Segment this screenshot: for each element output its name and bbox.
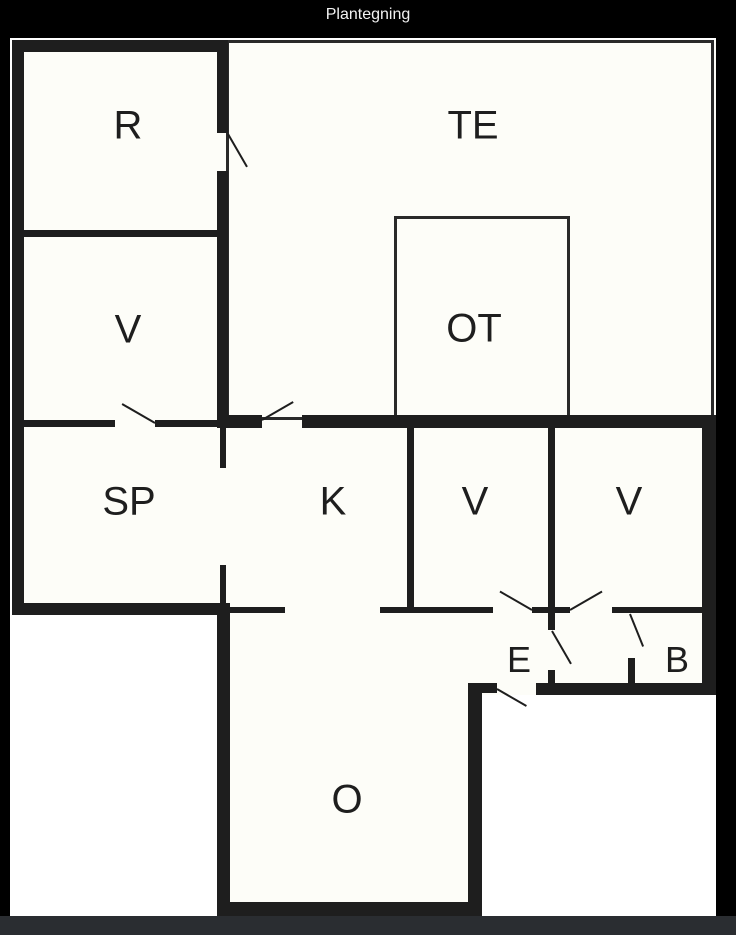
room-label-v1: V (114, 307, 142, 352)
bottom-bar (0, 916, 736, 935)
room-label-ot: OT (446, 306, 502, 351)
wall-top-r (12, 40, 228, 52)
floor-e-b (482, 603, 716, 695)
wall-k-top-right (302, 415, 716, 428)
room-label-e: E (506, 639, 532, 680)
wall-v-sp-right (155, 420, 217, 427)
wall-r-v (24, 230, 217, 237)
wall-right-outer (702, 415, 716, 695)
room-label-r: R (113, 103, 143, 148)
wall-v-v (548, 427, 555, 610)
wall-e-lower (548, 670, 555, 685)
wall-r-te-upper (217, 40, 228, 133)
wall-left-outer (12, 40, 24, 615)
floor-main (12, 40, 716, 615)
wall-eb-bottom (536, 683, 716, 695)
wall-k-bottom-left (226, 607, 285, 613)
wall-o-bottom (217, 902, 482, 916)
page-title: Plantegning (325, 6, 411, 23)
wall-r-te-lower (217, 171, 228, 427)
room-label-o: O (331, 777, 363, 822)
wall-o-step (468, 683, 497, 693)
room-label-v2: V (461, 479, 489, 524)
wall-o-left (217, 603, 230, 916)
room-label-sp: SP (102, 479, 156, 524)
room-label-v3: V (615, 479, 643, 524)
wall-sp-bottom (12, 603, 228, 615)
wall-v-bottom-right (612, 607, 704, 613)
floor-o (217, 603, 482, 916)
wall-k-v (407, 427, 414, 609)
wall-sp-k-upper (220, 427, 226, 468)
wall-e-upper (548, 610, 555, 630)
wall-v-sp-left (24, 420, 115, 427)
wall-o-right (468, 683, 482, 916)
room-label-b: B (664, 639, 690, 680)
room-label-te: TE (447, 103, 499, 148)
wall-sp-k-lower (220, 565, 226, 610)
wall-k-bottom-right (380, 607, 493, 613)
room-label-k: K (319, 479, 347, 524)
wall-k-top-left (217, 415, 262, 428)
wall-b-stub (628, 658, 635, 685)
